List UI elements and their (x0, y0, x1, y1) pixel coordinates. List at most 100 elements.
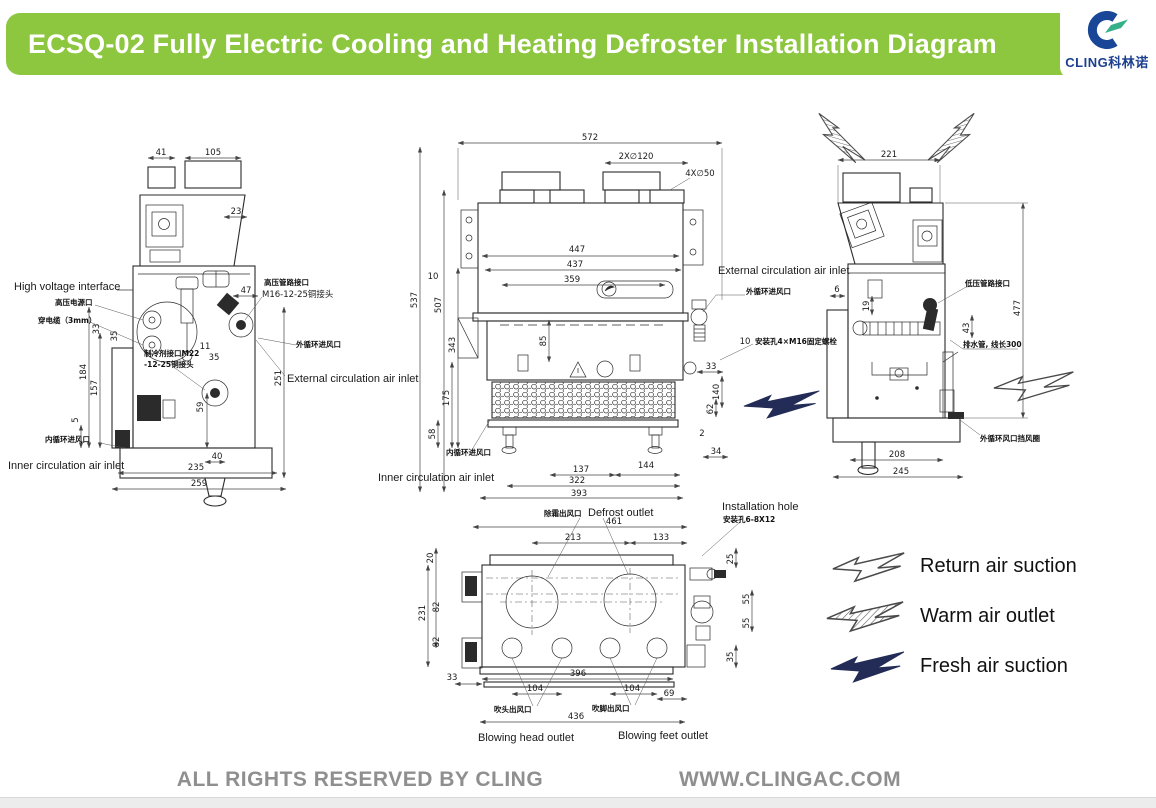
annotation-cn: 外循环进风口 (746, 286, 791, 296)
dim-label: 393 (571, 489, 587, 499)
dim-label: 133 (653, 533, 669, 543)
legend: Return air suction Warm air outlet Fresh… (826, 552, 1077, 683)
dim-label: 245 (893, 467, 909, 477)
dim-label: 35 (726, 652, 736, 663)
dim-label: 33 (447, 673, 458, 683)
warm-air-outlet-icon (826, 601, 904, 632)
annotation-cn: 外循环风口挡风圈 (980, 433, 1040, 443)
bottom-strip (0, 797, 1156, 808)
return-air-suction-icon (832, 552, 905, 582)
dim-label: 231 (418, 605, 428, 621)
annotation-cn: 吹头出风口 (494, 704, 532, 714)
dim-label: 35 (209, 353, 220, 363)
dim-label: 140 (712, 384, 722, 400)
legend-label-return: Return air suction (920, 555, 1077, 577)
annotation-ext-inlet: External circulation air inlet (287, 373, 418, 385)
bottom-view: Defrost outlet 除霜出风口 461 213 133 Install… (418, 501, 798, 744)
dim-label: 221 (881, 150, 897, 160)
dim-label: 436 (568, 712, 584, 722)
right-view-outline (826, 172, 961, 476)
annotation-high-voltage: High voltage interface (14, 281, 120, 293)
dim-label: 104 (624, 684, 640, 694)
annotation-cn: 高压管路接口 (264, 277, 309, 287)
dim-label: 55 (742, 594, 752, 605)
left-view-texts: 41 105 23 47 33 35 184 157 5 11 35 59 25… (8, 148, 418, 489)
dim-label: 62 (706, 404, 716, 415)
dim-label: 144 (638, 461, 654, 471)
annotation-cn: 内循环进风口 (446, 447, 491, 457)
dim-label: 396 (570, 669, 586, 679)
right-view-dark-parts (875, 298, 964, 419)
dim-label: 41 (156, 148, 167, 158)
annotation-blow-head: Blowing head outlet (478, 732, 574, 744)
dim-label: 477 (1013, 300, 1023, 316)
legend-label-fresh: Fresh air suction (920, 655, 1068, 677)
dim-label: 25 (726, 554, 736, 565)
dim-label: 19 (862, 301, 872, 312)
dim-label: 437 (567, 260, 583, 270)
dim-label: 104 (527, 684, 543, 694)
left-view-dark-parts (115, 292, 246, 448)
dim-label: 447 (569, 245, 585, 255)
right-view-texts: 221 6 19 低压管路接口 43 排水管, 线长300 477 外循环风口挡… (834, 150, 1040, 477)
annotation-cn: 低压管路接口 (964, 278, 1010, 288)
dim-label: 82 (432, 602, 442, 613)
bottom-view-outline (479, 554, 686, 688)
installation-diagram: 41 105 23 47 33 35 184 157 5 11 35 59 25… (8, 106, 1077, 744)
fresh-air-arrow (743, 390, 820, 419)
dim-label: 6 (834, 285, 839, 295)
return-air-arrow (993, 371, 1075, 402)
annotation-fitting: M16-12-25铜接头 (262, 289, 334, 300)
dim-label: 35 (110, 331, 120, 342)
annotation-cn: 内循环进风口 (45, 434, 90, 444)
annotation-cn: 排水管, 线长300 (963, 339, 1022, 349)
bottom-view-dimension-lines (425, 517, 755, 725)
dim-label: 251 (274, 370, 284, 386)
dim-label: 85 (539, 336, 549, 347)
front-view-outline (472, 171, 689, 428)
dim-label: 58 (428, 429, 438, 440)
dim-label: 461 (606, 517, 622, 527)
dim-label: 235 (188, 463, 204, 473)
brand-logo: CLING科林诺 (1060, 2, 1154, 79)
copyright-text: ALL RIGHTS RESERVED BY CLING (176, 768, 544, 791)
fresh-air-suction-icon (830, 651, 905, 683)
annotation-defrost: Defrost outlet (588, 507, 653, 519)
dim-label: 23 (231, 207, 242, 217)
dim-label: 47 (241, 286, 252, 296)
dim-label: 11 (200, 342, 211, 352)
annotation-cn: 制冷剂接口M22 (144, 348, 199, 358)
front-view-dimension-lines (417, 140, 754, 501)
legend-label-warm: Warm air outlet (920, 605, 1055, 627)
dim-label: 59 (196, 402, 206, 413)
left-view-details (117, 204, 254, 419)
annotation-cn: 安装孔6-8X12 (723, 514, 775, 524)
dim-label: 359 (564, 275, 580, 285)
front-view-texts: 572 2X∅120 4X∅50 447 437 359 537 507 343… (378, 133, 849, 499)
dim-label: 5 (71, 417, 81, 422)
right-view-details (839, 201, 959, 419)
dim-label: 2 (699, 429, 704, 439)
dim-label: 572 (582, 133, 598, 143)
annotation-cn: 穿电缆（3mm） (38, 315, 96, 325)
dim-label: 208 (889, 450, 905, 460)
dim-label: 137 (573, 465, 589, 475)
annotation-cn: 除霜出风口 (544, 508, 582, 518)
dim-label: 34 (711, 447, 722, 457)
dim-label: 10 (740, 337, 751, 347)
warm-air-arrows (811, 106, 982, 172)
dim-label: 213 (565, 533, 581, 543)
front-view: 572 2X∅120 4X∅50 447 437 359 537 507 343… (378, 133, 849, 501)
dim-label: 4X∅50 (685, 169, 714, 179)
annotation-cn: 外循环进风口 (296, 339, 341, 349)
website-text: WWW.CLINGAC.COM (678, 768, 902, 791)
annotation-cn: 安装孔4×M16固定螺栓 (755, 336, 837, 346)
annotation-inner-inlet: Inner circulation air inlet (8, 460, 124, 472)
dim-label: 259 (191, 479, 207, 489)
dim-label: 322 (569, 476, 585, 486)
dim-label: 33 (706, 362, 717, 372)
dim-label: 69 (664, 689, 675, 699)
left-view-outline (111, 160, 273, 507)
dim-label: 55 (742, 618, 752, 629)
